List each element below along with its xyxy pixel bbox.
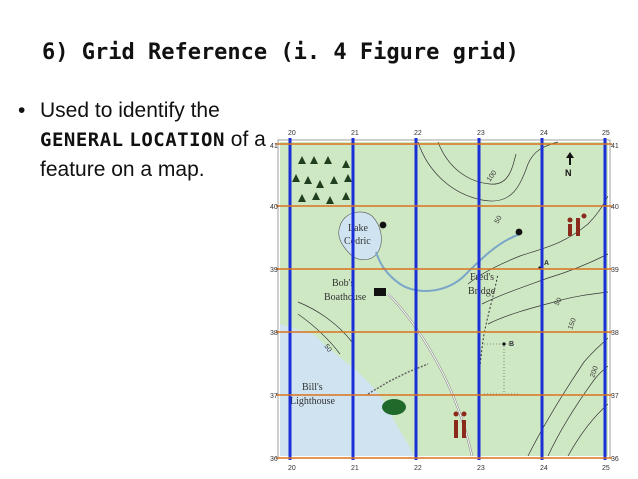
label-boathouse-line1: Bob's	[332, 278, 354, 289]
northing-right-37: 37	[611, 393, 619, 400]
causeway	[367, 363, 429, 395]
easting-bottom-25: 25	[602, 465, 610, 472]
easting-bottom-22: 22	[414, 465, 422, 472]
label-bridge-line1: Fred's	[470, 272, 494, 283]
bridge-dotted-lines	[484, 343, 518, 395]
tourist-info-icon-2	[453, 411, 467, 438]
label-lighthouse-line1: Bill's	[302, 382, 323, 393]
label-bridge-line2: Bridge	[468, 286, 496, 297]
easting-top-25: 25	[602, 130, 610, 137]
northing-right-38: 38	[611, 330, 619, 337]
island-woods	[382, 399, 406, 415]
bullet-text-after: of a feature on a map.	[40, 128, 266, 181]
label-contour-50b: 50	[554, 297, 564, 307]
label-lake-line1: Lake	[348, 223, 369, 234]
label-lighthouse-line2: Lighthouse	[290, 396, 336, 407]
lake-cedric	[338, 211, 382, 261]
forest-dot	[515, 228, 523, 236]
easting-top-24: 24	[540, 130, 548, 137]
lake-dot	[379, 221, 387, 229]
label-contour-50a: 50	[494, 215, 504, 225]
northing-left-41: 41	[270, 143, 278, 150]
contour-lines	[297, 141, 609, 457]
easting-bottom-21: 21	[351, 465, 359, 472]
label-boathouse-line2: Boathouse	[324, 292, 367, 303]
bullet-text-before: Used to identify the	[40, 99, 220, 122]
north-label: N	[565, 168, 572, 178]
easting-top-21: 21	[351, 130, 359, 137]
tourist-info-icon-1	[567, 213, 587, 236]
label-contour-200: 200	[589, 365, 600, 378]
label-contour-50c: 50	[322, 343, 332, 353]
northing-left-39: 39	[270, 267, 278, 274]
highlight-general: GENERAL	[40, 129, 124, 151]
easting-top-20: 20	[288, 130, 296, 137]
northing-right-39: 39	[611, 267, 619, 274]
map-svg: N Lake Cedric Bob's Boathouse Fred's Bri…	[270, 130, 619, 472]
north-arrow-icon	[566, 152, 574, 165]
label-lake-line2: Cedric	[344, 236, 371, 247]
easting-labels-top: 20 21 22 23 24 25	[288, 130, 610, 137]
label-point-a: A	[544, 260, 549, 267]
northing-labels-left: 41 40 39 38 37 36	[270, 143, 278, 463]
easting-bottom-24: 24	[540, 465, 548, 472]
point-b-dot	[502, 342, 506, 346]
highlight-location: LOCATION	[129, 129, 225, 151]
river	[375, 233, 521, 292]
bay-water	[280, 324, 414, 456]
northing-left-36: 36	[270, 456, 278, 463]
northing-left-40: 40	[270, 204, 278, 211]
slide-title: 6) Grid Reference (i. 4 Figure grid)	[42, 40, 519, 65]
northing-right-40: 40	[611, 204, 619, 211]
label-point-b: B	[509, 341, 514, 348]
easting-top-22: 22	[414, 130, 422, 137]
boathouse-marker	[374, 288, 386, 296]
label-contour-150: 150	[567, 317, 578, 330]
woods-trees	[292, 156, 352, 204]
grid-lines	[276, 138, 612, 460]
northing-right-36: 36	[611, 456, 619, 463]
topographic-map: N Lake Cedric Bob's Boathouse Fred's Bri…	[268, 124, 620, 474]
easting-bottom-20: 20	[288, 465, 296, 472]
bullet-point: • Used to identify the GENERAL LOCATION …	[18, 96, 268, 184]
bullet-dot-icon: •	[18, 99, 26, 122]
easting-top-23: 23	[477, 130, 485, 137]
northing-left-37: 37	[270, 393, 278, 400]
easting-labels-bottom: 20 21 22 23 24 25	[288, 465, 610, 472]
northing-right-41: 41	[611, 143, 619, 150]
northing-left-38: 38	[270, 330, 278, 337]
northing-labels-right: 41 40 39 38 37 36	[611, 143, 619, 463]
easting-bottom-23: 23	[477, 465, 485, 472]
bullet-text: Used to identify the GENERAL LOCATION of…	[40, 96, 268, 184]
